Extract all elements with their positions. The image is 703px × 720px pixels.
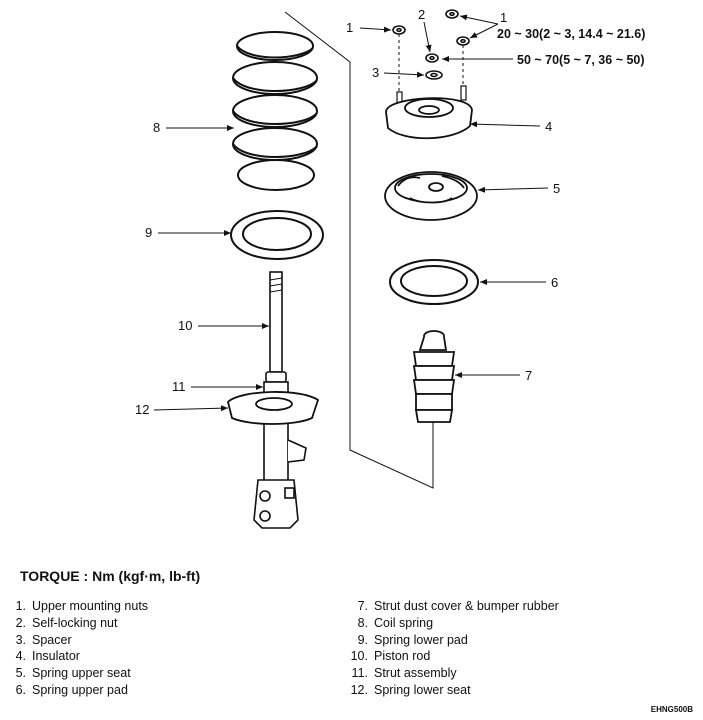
self-locking-nut: [425, 53, 439, 63]
legend-item-text: Strut assembly: [374, 666, 457, 681]
legend-item-text: Spacer: [32, 632, 72, 647]
strut-assembly: [253, 371, 307, 529]
callout-1b: 1: [500, 10, 507, 25]
legend-item-text: Spring upper seat: [32, 666, 131, 681]
legend-item-text: Upper mounting nuts: [32, 599, 149, 613]
legend-item-number: 8.: [357, 615, 368, 630]
legend-item-number: 12.: [350, 682, 368, 697]
spacer: [425, 70, 443, 80]
leader-2: [423, 21, 432, 53]
spring-lower-pad: [230, 210, 324, 260]
legend-item-number: 2.: [15, 615, 26, 630]
leader-1a: [359, 26, 392, 33]
legend-item: 8. Coil spring: [350, 615, 559, 632]
spring-upper-seat: [384, 171, 478, 221]
leader-lines: [153, 14, 549, 412]
callout-3: 3: [372, 65, 379, 80]
legend-item: 3. Spacer: [8, 632, 148, 649]
upper-mounting-nuts: [392, 9, 470, 46]
callout-2: 2: [418, 7, 425, 22]
legend-item-number: 3.: [15, 632, 26, 647]
torque-heading: TORQUE : Nm (kgf·m, lb-ft): [20, 568, 201, 584]
callout-1a: 1: [346, 20, 353, 35]
legend-item-text: Piston rod: [374, 649, 431, 664]
figure-reference-code: EHNG500B: [650, 705, 693, 714]
spring-upper-pad: [389, 259, 479, 305]
callout-7: 7: [525, 368, 532, 383]
leader-4: [469, 121, 541, 128]
legend-item: 7. Strut dust cover & bumper rubber: [350, 598, 559, 615]
callout-12: 12: [135, 402, 149, 417]
leader-3: [383, 71, 425, 78]
callout-8: 8: [153, 120, 160, 135]
spring-lower-seat: [227, 391, 320, 425]
legend-item-text: Insulator: [32, 649, 80, 664]
leader-12: [153, 405, 229, 412]
callout-10: 10: [178, 318, 192, 333]
legend-list-right: 7. Strut dust cover & bumper rubber 8. Coi…: [350, 598, 559, 699]
torque-upper-mounting-nuts: 20 ~ 30(2 ~ 3, 14.4 ~ 21.6): [497, 27, 645, 41]
assembly-guide-line: [284, 11, 434, 489]
legend-item-text: Strut dust cover & bumper rubber: [374, 599, 559, 613]
legend-item: 5. Spring upper seat: [8, 665, 148, 682]
legend-item: 12. Spring lower seat: [350, 682, 559, 699]
legend-item-text: Spring lower pad: [374, 632, 468, 647]
legend-item: 9. Spring lower pad: [350, 632, 559, 649]
legend-list-left: 1. Upper mounting nuts 2. Self-locking nut…: [8, 598, 148, 699]
coil-spring: [232, 31, 318, 191]
strut-dust-cover: [412, 330, 456, 423]
legend-item-number: 7.: [357, 599, 368, 613]
legend-item: 6. Spring upper pad: [8, 682, 148, 699]
legend-item: 1. Upper mounting nuts: [8, 598, 148, 615]
legend-item: 4. Insulator: [8, 648, 148, 665]
callout-6: 6: [551, 275, 558, 290]
legend-item-number: 9.: [357, 632, 368, 647]
leader-5: [477, 186, 549, 193]
legend-item-text: Spring upper pad: [32, 682, 128, 697]
callout-5: 5: [553, 181, 560, 196]
legend-item: 10. Piston rod: [350, 648, 559, 665]
exploded-strut-diagram: 1 1 2 3 4 5 6 7 8 9 10 11 12 20 ~ 30(2 ~…: [135, 7, 645, 529]
legend-item-text: Self-locking nut: [32, 615, 118, 630]
legend-item-text: Coil spring: [374, 615, 434, 630]
leader-1b-lower: [469, 23, 499, 39]
callout-4: 4: [545, 119, 552, 134]
legend-item: 11. Strut assembly: [350, 665, 559, 682]
legend-item-number: 1.: [15, 599, 26, 613]
callout-9: 9: [145, 225, 152, 240]
legend-item-number: 4.: [15, 649, 26, 664]
insulator: [385, 34, 473, 140]
leader-1b-upper: [459, 14, 499, 25]
legend-item-text: Spring lower seat: [374, 682, 471, 697]
torque-self-locking-nut: 50 ~ 70(5 ~ 7, 36 ~ 50): [517, 53, 645, 67]
legend-item-number: 5.: [15, 666, 26, 681]
legend-item: 2. Self-locking nut: [8, 615, 148, 632]
legend-item-number: 10.: [350, 649, 368, 664]
legend-item-number: 6.: [15, 682, 26, 697]
piston-rod: [269, 271, 283, 373]
callout-11: 11: [172, 379, 186, 394]
legend-item-number: 11.: [351, 666, 368, 681]
